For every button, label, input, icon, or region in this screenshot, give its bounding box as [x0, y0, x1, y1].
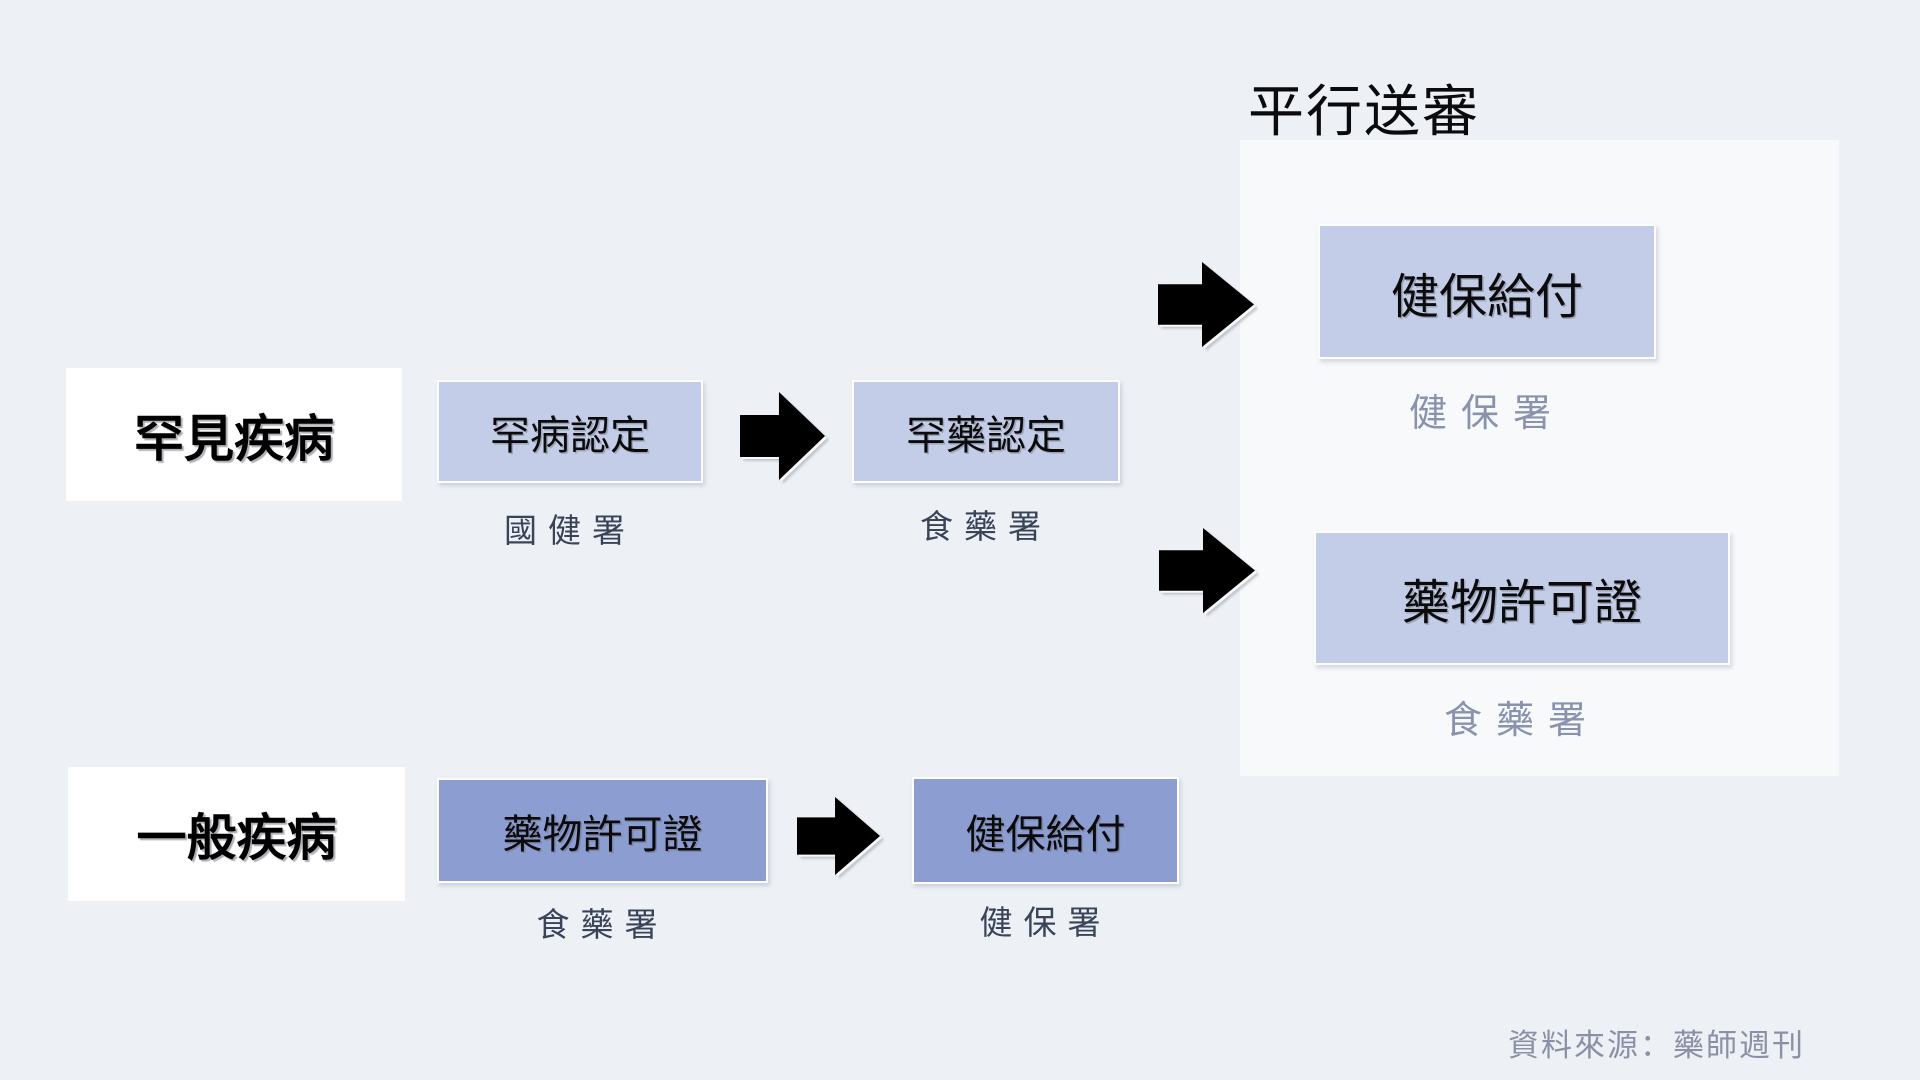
step-box-rare-disease-certification: 罕病認定 [437, 380, 703, 483]
flow-arrow-to-reimbursement-icon [1158, 262, 1254, 347]
step-box-rare-drug-designation: 罕藥認定 [852, 380, 1120, 483]
flow-arrow-to-license-icon [1159, 528, 1255, 613]
flow-arrow-icon [740, 392, 825, 480]
step-box-nhi-reimbursement-general: 健保給付 [912, 777, 1179, 884]
step-box-drug-license-general: 藥物許可證 [437, 778, 768, 883]
agency-label-hpa: 國健署 [504, 512, 636, 549]
agency-label-nhia-row2: 健保署 [979, 904, 1112, 941]
agency-label-nhia-panel: 健保署 [1408, 393, 1565, 435]
category-box-rare-disease: 罕見疾病 [66, 368, 402, 501]
flow-arrow-general-icon [797, 797, 880, 875]
source-credit: 資料來源：藥師週刊 [1508, 1028, 1805, 1063]
panel-box-drug-license: 藥物許可證 [1314, 531, 1730, 665]
category-box-general-disease: 一般疾病 [68, 767, 405, 901]
agency-label-tfda-panel: 食藥署 [1443, 700, 1600, 742]
parallel-panel-title: 平行送審 [1248, 80, 1480, 143]
agency-label-tfda-row1: 食藥署 [920, 508, 1052, 545]
panel-box-nhi-reimbursement: 健保給付 [1318, 224, 1656, 359]
agency-label-tfda-row2: 食藥署 [536, 906, 669, 943]
